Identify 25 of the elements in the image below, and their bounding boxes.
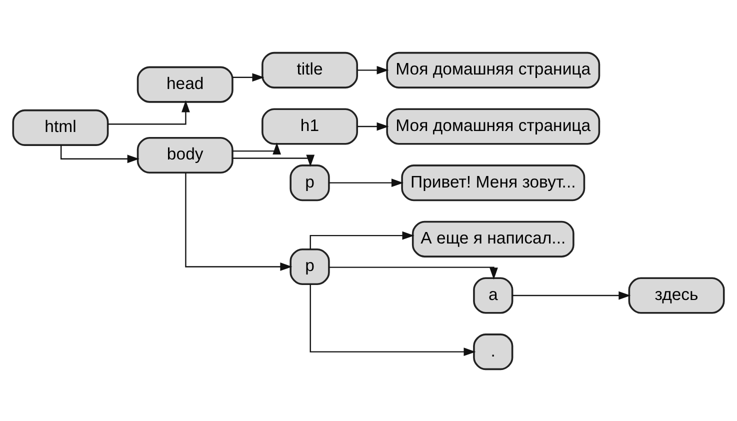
node-box: . — [473, 333, 514, 370]
node-box: здесь — [628, 276, 725, 314]
node-box: html — [12, 108, 109, 146]
arrow — [185, 172, 292, 270]
node-box: a — [473, 276, 514, 314]
node-box: head — [136, 66, 234, 102]
node-box: p — [290, 164, 330, 201]
node-box: Моя домашняя страница — [386, 108, 600, 144]
arrow — [512, 290, 631, 300]
arrow — [357, 65, 389, 74]
node-box: Привет! Меня зовут... — [401, 164, 586, 201]
arrow — [232, 142, 282, 154]
arrow — [329, 178, 404, 187]
arrow — [232, 154, 315, 166]
arrow — [108, 100, 190, 124]
arrow — [357, 122, 389, 130]
node-box: h1 — [262, 108, 358, 144]
node-box: А еще я написал... — [412, 220, 574, 257]
node-box: body — [136, 136, 234, 174]
node-box: Моя домашняя страница — [386, 51, 600, 88]
node-box: p — [290, 248, 330, 284]
node-box: title — [262, 51, 358, 88]
arrow — [310, 284, 476, 356]
arrow — [329, 266, 498, 280]
arrow — [232, 72, 264, 82]
